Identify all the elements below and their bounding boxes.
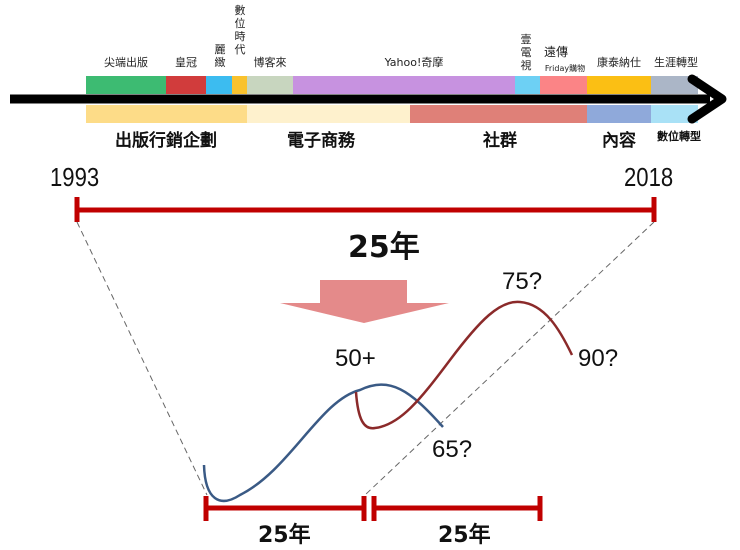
label-ecommerce: 電子商務: [287, 131, 355, 151]
label-peak2: 75?: [502, 268, 543, 295]
label-jianduan: 尖端出版: [104, 56, 148, 69]
label-crown: 皇冠: [175, 56, 197, 69]
bottom-segment-3: [587, 105, 651, 123]
label-social: 社群: [483, 131, 517, 151]
label-lizhi: 麗緻: [214, 43, 226, 69]
bottom-span-2-label: 25年: [438, 523, 491, 548]
label-digital-transformation: 數位轉型: [657, 130, 701, 143]
guide-line-left: [76, 221, 208, 496]
top-segment-9: [651, 76, 698, 94]
label-content: 內容: [602, 131, 636, 151]
label-conde-nast: 康泰納仕: [597, 56, 641, 69]
arrow-head-icon: [687, 74, 727, 124]
label-books: 博客來: [253, 56, 287, 69]
label-publishing-marketing: 出版行銷企劃: [115, 131, 217, 151]
label-peak1: 50+: [335, 345, 376, 372]
top-segment-6: [515, 76, 540, 94]
guide-line-right: [364, 221, 655, 496]
top-segment-4: [247, 76, 293, 94]
top-segment-3: [232, 76, 247, 94]
bottom-span-1-label: 25年: [258, 523, 311, 548]
label-end2: 90?: [578, 345, 619, 372]
bottom-segment-4: [651, 105, 698, 123]
start-year: 1993: [50, 162, 100, 192]
label-digital-times: 數位時代: [234, 4, 246, 56]
label-yahoo: Yahoo!奇摩: [384, 56, 444, 69]
span-duration: 25年: [348, 230, 420, 265]
end-year: 2018: [624, 162, 674, 192]
top-segment-5: [293, 76, 515, 94]
label-end1: 65?: [432, 436, 473, 463]
label-nexttv: 壹電視: [520, 33, 532, 72]
label-friday: Friday購物: [544, 64, 586, 73]
top-segment-7: [540, 76, 587, 94]
red-curve: [354, 300, 574, 430]
top-segment-0: [86, 76, 166, 94]
bottom-segment-0: [86, 105, 247, 123]
top-segment-2: [206, 76, 232, 94]
bottom-segment-1: [247, 105, 410, 123]
down-arrow-icon: [280, 280, 449, 323]
bottom-segment-2: [410, 105, 587, 123]
blue-curve: [202, 383, 444, 503]
top-segment-1: [166, 76, 206, 94]
top-segment-8: [587, 76, 651, 94]
label-career: 生涯轉型: [654, 56, 698, 69]
label-fareastone: 遠傳: [543, 45, 568, 59]
